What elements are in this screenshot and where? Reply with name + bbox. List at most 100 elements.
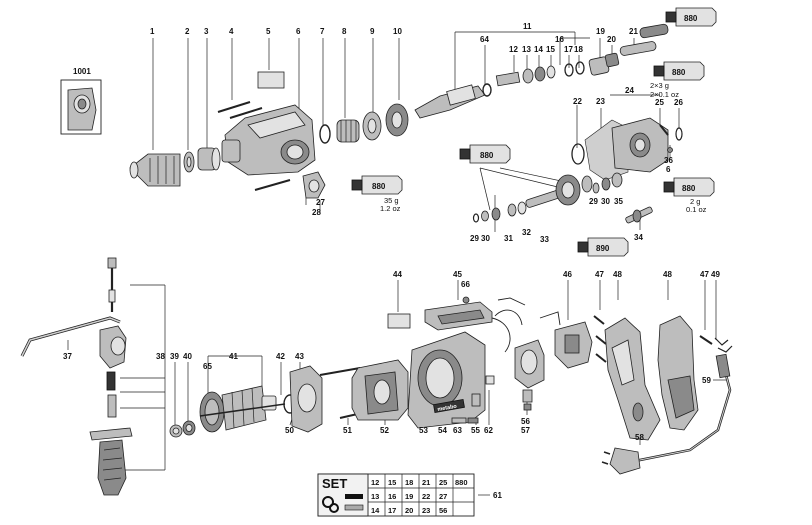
sleeve-part-3 bbox=[197, 147, 221, 171]
label-57: 57 bbox=[521, 426, 530, 435]
label-50: 50 bbox=[285, 426, 294, 435]
gear-part-10 bbox=[385, 103, 409, 137]
label-16: 16 bbox=[555, 35, 564, 44]
set-cell: 25 bbox=[439, 478, 447, 487]
grease-tube-890: 890 bbox=[577, 237, 629, 257]
label-plate-part-5 bbox=[257, 71, 285, 89]
set-cell: 21 bbox=[422, 478, 430, 487]
label-11: 11 bbox=[523, 22, 532, 31]
label-46: 46 bbox=[563, 270, 572, 279]
label-51: 51 bbox=[343, 426, 352, 435]
label-18: 18 bbox=[574, 45, 583, 54]
small-parts-54-63 bbox=[451, 417, 479, 424]
label-7: 7 bbox=[320, 27, 325, 36]
label-6: 6 bbox=[296, 27, 301, 36]
label-63: 63 bbox=[453, 426, 462, 435]
spring-part-8 bbox=[336, 119, 360, 143]
label-35: 35 bbox=[614, 197, 623, 206]
label-30b: 30 bbox=[601, 197, 610, 206]
clamp-parts-55-62 bbox=[471, 375, 495, 407]
label-44: 44 bbox=[393, 270, 402, 279]
label-41: 41 bbox=[229, 352, 238, 361]
stator-part-52 bbox=[351, 359, 409, 421]
label-22: 22 bbox=[573, 97, 582, 106]
shaft-part-34 bbox=[625, 206, 653, 224]
ring-part-2 bbox=[183, 151, 195, 173]
handle-half-left-part-48 bbox=[604, 317, 661, 441]
oring-part-22 bbox=[571, 143, 585, 165]
label-49: 49 bbox=[711, 270, 720, 279]
handle-half-right-part-48 bbox=[657, 315, 699, 431]
armature-part-41 bbox=[199, 385, 286, 433]
side-handle-part-38 bbox=[89, 257, 133, 496]
note-2x01oz: 2×0.1 oz bbox=[650, 90, 679, 99]
set-cell: 12 bbox=[371, 478, 379, 487]
lower-leader-lines bbox=[67, 280, 728, 496]
washer-part-64 bbox=[482, 83, 492, 97]
screws-part-47 bbox=[593, 315, 713, 363]
grease-tube-top-right: 880 bbox=[665, 7, 717, 27]
cable-clamp-part-49 bbox=[714, 337, 733, 353]
label-9: 9 bbox=[370, 27, 375, 36]
tube-label-880-c: 880 bbox=[372, 182, 386, 191]
screws-part-4 bbox=[217, 101, 291, 191]
set-cell: 20 bbox=[405, 506, 413, 515]
note-12oz: 1.2 oz bbox=[380, 204, 401, 213]
label-15: 15 bbox=[546, 45, 555, 54]
label-14: 14 bbox=[534, 45, 543, 54]
tube-label-880-e: 880 bbox=[682, 184, 696, 193]
label-42: 42 bbox=[276, 352, 285, 361]
set-cell: 23 bbox=[422, 506, 430, 515]
rod-part-21 bbox=[619, 23, 669, 56]
motor-housing-part-53: metabo bbox=[407, 331, 486, 429]
label-21: 21 bbox=[629, 27, 638, 36]
label-13: 13 bbox=[522, 45, 531, 54]
housing-inset-1001 bbox=[60, 79, 102, 135]
label-27: 27 bbox=[316, 198, 325, 207]
note-2g: 2 g bbox=[690, 197, 700, 206]
washers-29-31 bbox=[472, 201, 527, 223]
label-33: 33 bbox=[540, 235, 549, 244]
label-1001: 1001 bbox=[73, 67, 91, 76]
bearing-housing-part-24 bbox=[611, 117, 669, 173]
fan-guide-part-43 bbox=[289, 365, 323, 433]
label-29b: 29 bbox=[589, 197, 598, 206]
ring-part-9 bbox=[362, 111, 382, 141]
chuck-part-1 bbox=[129, 153, 181, 187]
label-64: 64 bbox=[480, 35, 489, 44]
label-53: 53 bbox=[419, 426, 428, 435]
grease-tube-middle: 880 bbox=[459, 144, 511, 164]
set-cell: 880 bbox=[455, 478, 468, 487]
label-26: 26 bbox=[674, 98, 683, 107]
grease-tube-right-lower: 880 bbox=[663, 177, 715, 197]
label-19: 19 bbox=[596, 27, 605, 36]
note-01oz: 0.1 oz bbox=[686, 205, 707, 214]
label-24: 24 bbox=[625, 86, 634, 95]
shaft-parts-12-18 bbox=[495, 61, 585, 87]
label-65: 65 bbox=[203, 362, 212, 371]
label-59: 59 bbox=[702, 376, 711, 385]
set-badge: SET bbox=[322, 476, 347, 491]
lower-part-labels: 44 45 66 46 47 48 48 47 49 37 38 39 40 4… bbox=[63, 270, 720, 500]
label-54: 54 bbox=[438, 426, 447, 435]
label-47a: 47 bbox=[595, 270, 604, 279]
tube-label-880-b: 880 bbox=[672, 68, 686, 77]
label-20: 20 bbox=[607, 35, 616, 44]
gear-housing-part-6 bbox=[221, 104, 316, 176]
label-17: 17 bbox=[564, 45, 573, 54]
tube-label-880-d: 880 bbox=[480, 151, 494, 160]
label-30a: 30 bbox=[481, 234, 490, 243]
label-39: 39 bbox=[170, 352, 179, 361]
brush-holder-part-46 bbox=[514, 311, 593, 389]
note-2x3g: 2×3 g bbox=[650, 81, 669, 90]
label-61: 61 bbox=[493, 491, 502, 500]
label-47b: 47 bbox=[700, 270, 709, 279]
label-1: 1 bbox=[150, 27, 155, 36]
top-cover-part-45 bbox=[424, 301, 493, 331]
washers-29-30-35 bbox=[592, 172, 623, 194]
label-48b: 48 bbox=[663, 270, 672, 279]
note-35g: 35 g bbox=[384, 196, 399, 205]
label-43: 43 bbox=[295, 352, 304, 361]
label-25: 25 bbox=[655, 98, 664, 107]
